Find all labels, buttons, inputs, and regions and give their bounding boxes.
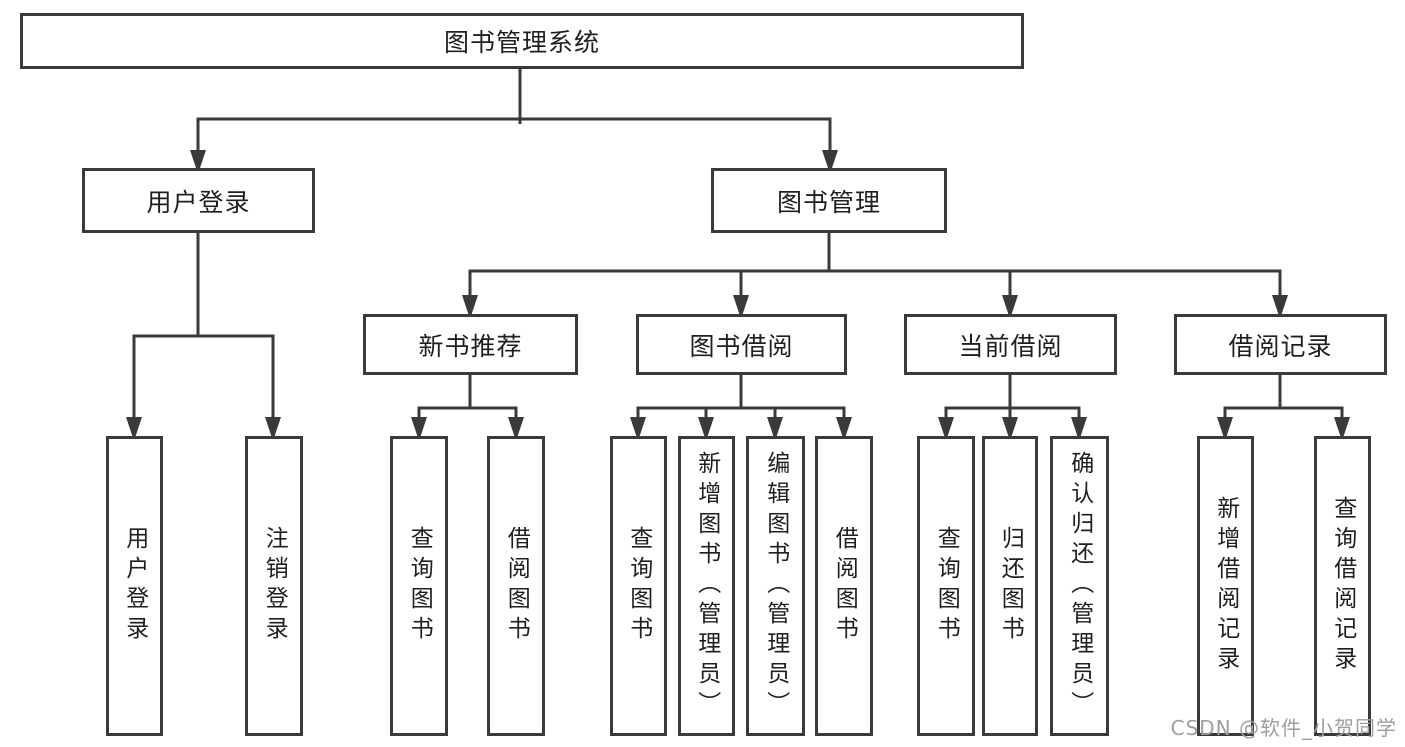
leaf-current-return-books: 归还图书 — [982, 436, 1038, 736]
leaf-recommend-borrow-books-label: 借阅图书 — [503, 526, 530, 646]
leaf-current-query-books-label: 查询图书 — [933, 526, 960, 646]
node-current-borrowing: 当前借阅 — [904, 314, 1117, 375]
leaf-borrowing-add-books-admin: 新增图书（管理员） — [678, 436, 735, 736]
leaf-current-confirm-return-admin-label: 确认归还（管理员） — [1066, 451, 1093, 721]
leaf-borrowing-query-books: 查询图书 — [610, 436, 667, 736]
leaf-records-add-borrow-record-label: 新增借阅记录 — [1212, 496, 1239, 676]
leaf-records-add-borrow-record: 新增借阅记录 — [1197, 436, 1254, 736]
node-book-borrowing: 图书借阅 — [636, 314, 847, 375]
leaf-records-query-borrow-record-label: 查询借阅记录 — [1329, 496, 1356, 676]
leaf-logout: 注销登录 — [245, 436, 303, 736]
leaf-current-query-books: 查询图书 — [917, 436, 975, 736]
leaf-recommend-borrow-books: 借阅图书 — [487, 436, 545, 736]
node-library-management-system: 图书管理系统 — [20, 13, 1024, 69]
node-user-login: 用户登录 — [82, 168, 315, 233]
node-book-management: 图书管理 — [711, 168, 947, 233]
leaf-recommend-query-books-label: 查询图书 — [406, 526, 433, 646]
leaf-borrowing-edit-books-admin: 编辑图书（管理员） — [746, 436, 805, 736]
leaf-borrowing-add-books-admin-label: 新增图书（管理员） — [693, 451, 720, 721]
leaf-borrowing-borrow-books: 借阅图书 — [815, 436, 873, 736]
leaf-borrowing-edit-books-admin-label: 编辑图书（管理员） — [762, 451, 789, 721]
leaf-user-login-label: 用户登录 — [121, 526, 148, 646]
leaf-records-query-borrow-record: 查询借阅记录 — [1314, 436, 1371, 736]
leaf-current-return-books-label: 归还图书 — [997, 526, 1024, 646]
csdn-watermark: CSDN @软件_小贺同学 — [1170, 716, 1397, 740]
leaf-current-confirm-return-admin: 确认归还（管理员） — [1050, 436, 1109, 736]
leaf-borrowing-borrow-books-label: 借阅图书 — [831, 526, 858, 646]
leaf-recommend-query-books: 查询图书 — [390, 436, 448, 736]
leaf-logout-label: 注销登录 — [261, 526, 288, 646]
leaf-user-login: 用户登录 — [106, 436, 163, 736]
leaf-borrowing-query-books-label: 查询图书 — [625, 526, 652, 646]
node-new-book-recommendation: 新书推荐 — [363, 314, 578, 375]
node-borrowing-records: 借阅记录 — [1174, 314, 1387, 375]
